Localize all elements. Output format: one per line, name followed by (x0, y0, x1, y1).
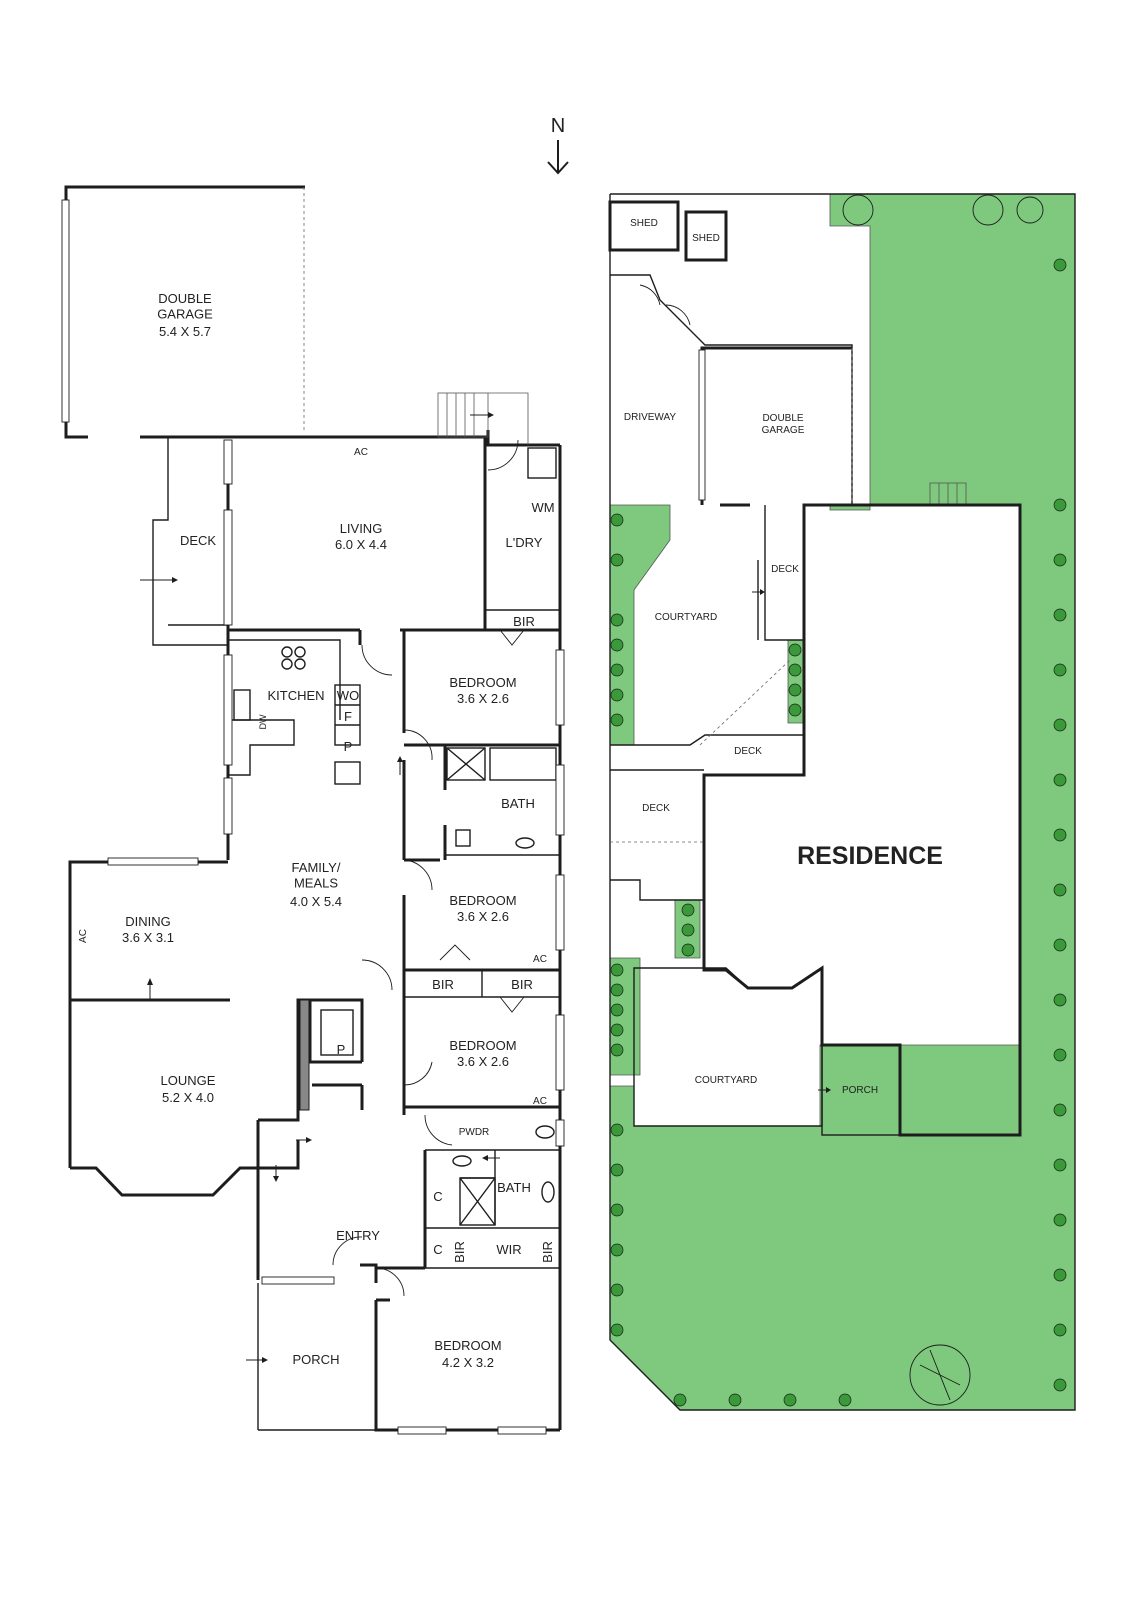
dining-label: DINING (125, 914, 171, 929)
deck-right-label: DECK (734, 746, 762, 757)
bedroom3-label: BEDROOM (449, 1038, 516, 1053)
lawn (609, 193, 1076, 1411)
bedroom4-dims: 4.2 X 3.2 (442, 1355, 494, 1370)
bir-wir-left-label: BIR (452, 1241, 467, 1263)
bir-bedroom3-label: BIR (511, 977, 533, 992)
pantry-hall-label: P (337, 1042, 346, 1057)
living-dims: 6.0 X 4.4 (335, 537, 387, 552)
family-meals-label: FAMILY/MEALS (292, 860, 341, 891)
hedge-shrubs (610, 258, 1067, 1407)
residence-label: RESIDENCE (797, 842, 943, 870)
courtyard-lower-label: COURTYARD (695, 1075, 757, 1086)
ac-dining: AC (78, 929, 89, 943)
bedroom1-label: BEDROOM (449, 675, 516, 690)
bath-lower-label: BATH (497, 1180, 531, 1195)
north-label: N (551, 115, 565, 137)
bedroom1-dims: 3.6 X 2.6 (457, 691, 509, 706)
deck-label: DECK (180, 533, 216, 548)
driveway-label: DRIVEWAY (624, 412, 677, 423)
dw-label: DW (258, 714, 268, 729)
wo-label: WO (337, 688, 359, 703)
ac-bedroom2: AC (533, 954, 547, 965)
north-arrow: N (547, 115, 569, 175)
pantry-kitchen-label: P (344, 739, 353, 754)
wm-label: WM (531, 500, 554, 515)
bir-laundry-label: BIR (513, 614, 535, 629)
family-meals-dims: 4.0 X 5.4 (290, 894, 342, 909)
bath-upper-label: BATH (501, 796, 535, 811)
tree-icon (842, 194, 1044, 1406)
ac-living: AC (354, 447, 368, 458)
cupboard2-label: C (433, 1242, 442, 1257)
fridge-label: F (344, 709, 352, 724)
lounge-label: LOUNGE (161, 1073, 216, 1088)
dining-dims: 3.6 X 3.1 (122, 930, 174, 945)
bedroom4-label: BEDROOM (434, 1338, 501, 1353)
deck-middle-label: DECK (642, 803, 670, 814)
laundry-label: L'DRY (506, 535, 543, 550)
porch-site-label: PORCH (842, 1085, 878, 1096)
double-garage-dims: 5.4 X 5.7 (159, 324, 211, 339)
bir-wir-right-label: BIR (540, 1241, 555, 1263)
shed2-label: SHED (692, 233, 720, 244)
bedroom3-dims: 3.6 X 2.6 (457, 1054, 509, 1069)
kitchen-label: KITCHEN (267, 688, 324, 703)
cupboard1-label: C (433, 1189, 442, 1204)
ac-bedroom3: AC (533, 1096, 547, 1107)
pwdr-label: PWDR (459, 1127, 490, 1138)
bir-bedroom2-label: BIR (432, 977, 454, 992)
lounge-dims: 5.2 X 4.0 (162, 1090, 214, 1105)
entry-label: ENTRY (336, 1228, 380, 1243)
bedroom2-dims: 3.6 X 2.6 (457, 909, 509, 924)
living-label: LIVING (340, 521, 383, 536)
wir-label: WIR (496, 1242, 521, 1257)
courtyard-upper-label: COURTYARD (655, 612, 717, 623)
porch-label: PORCH (293, 1352, 340, 1367)
deck-upper-label: DECK (771, 564, 799, 575)
bedroom2-label: BEDROOM (449, 893, 516, 908)
shed1-label: SHED (630, 218, 658, 229)
